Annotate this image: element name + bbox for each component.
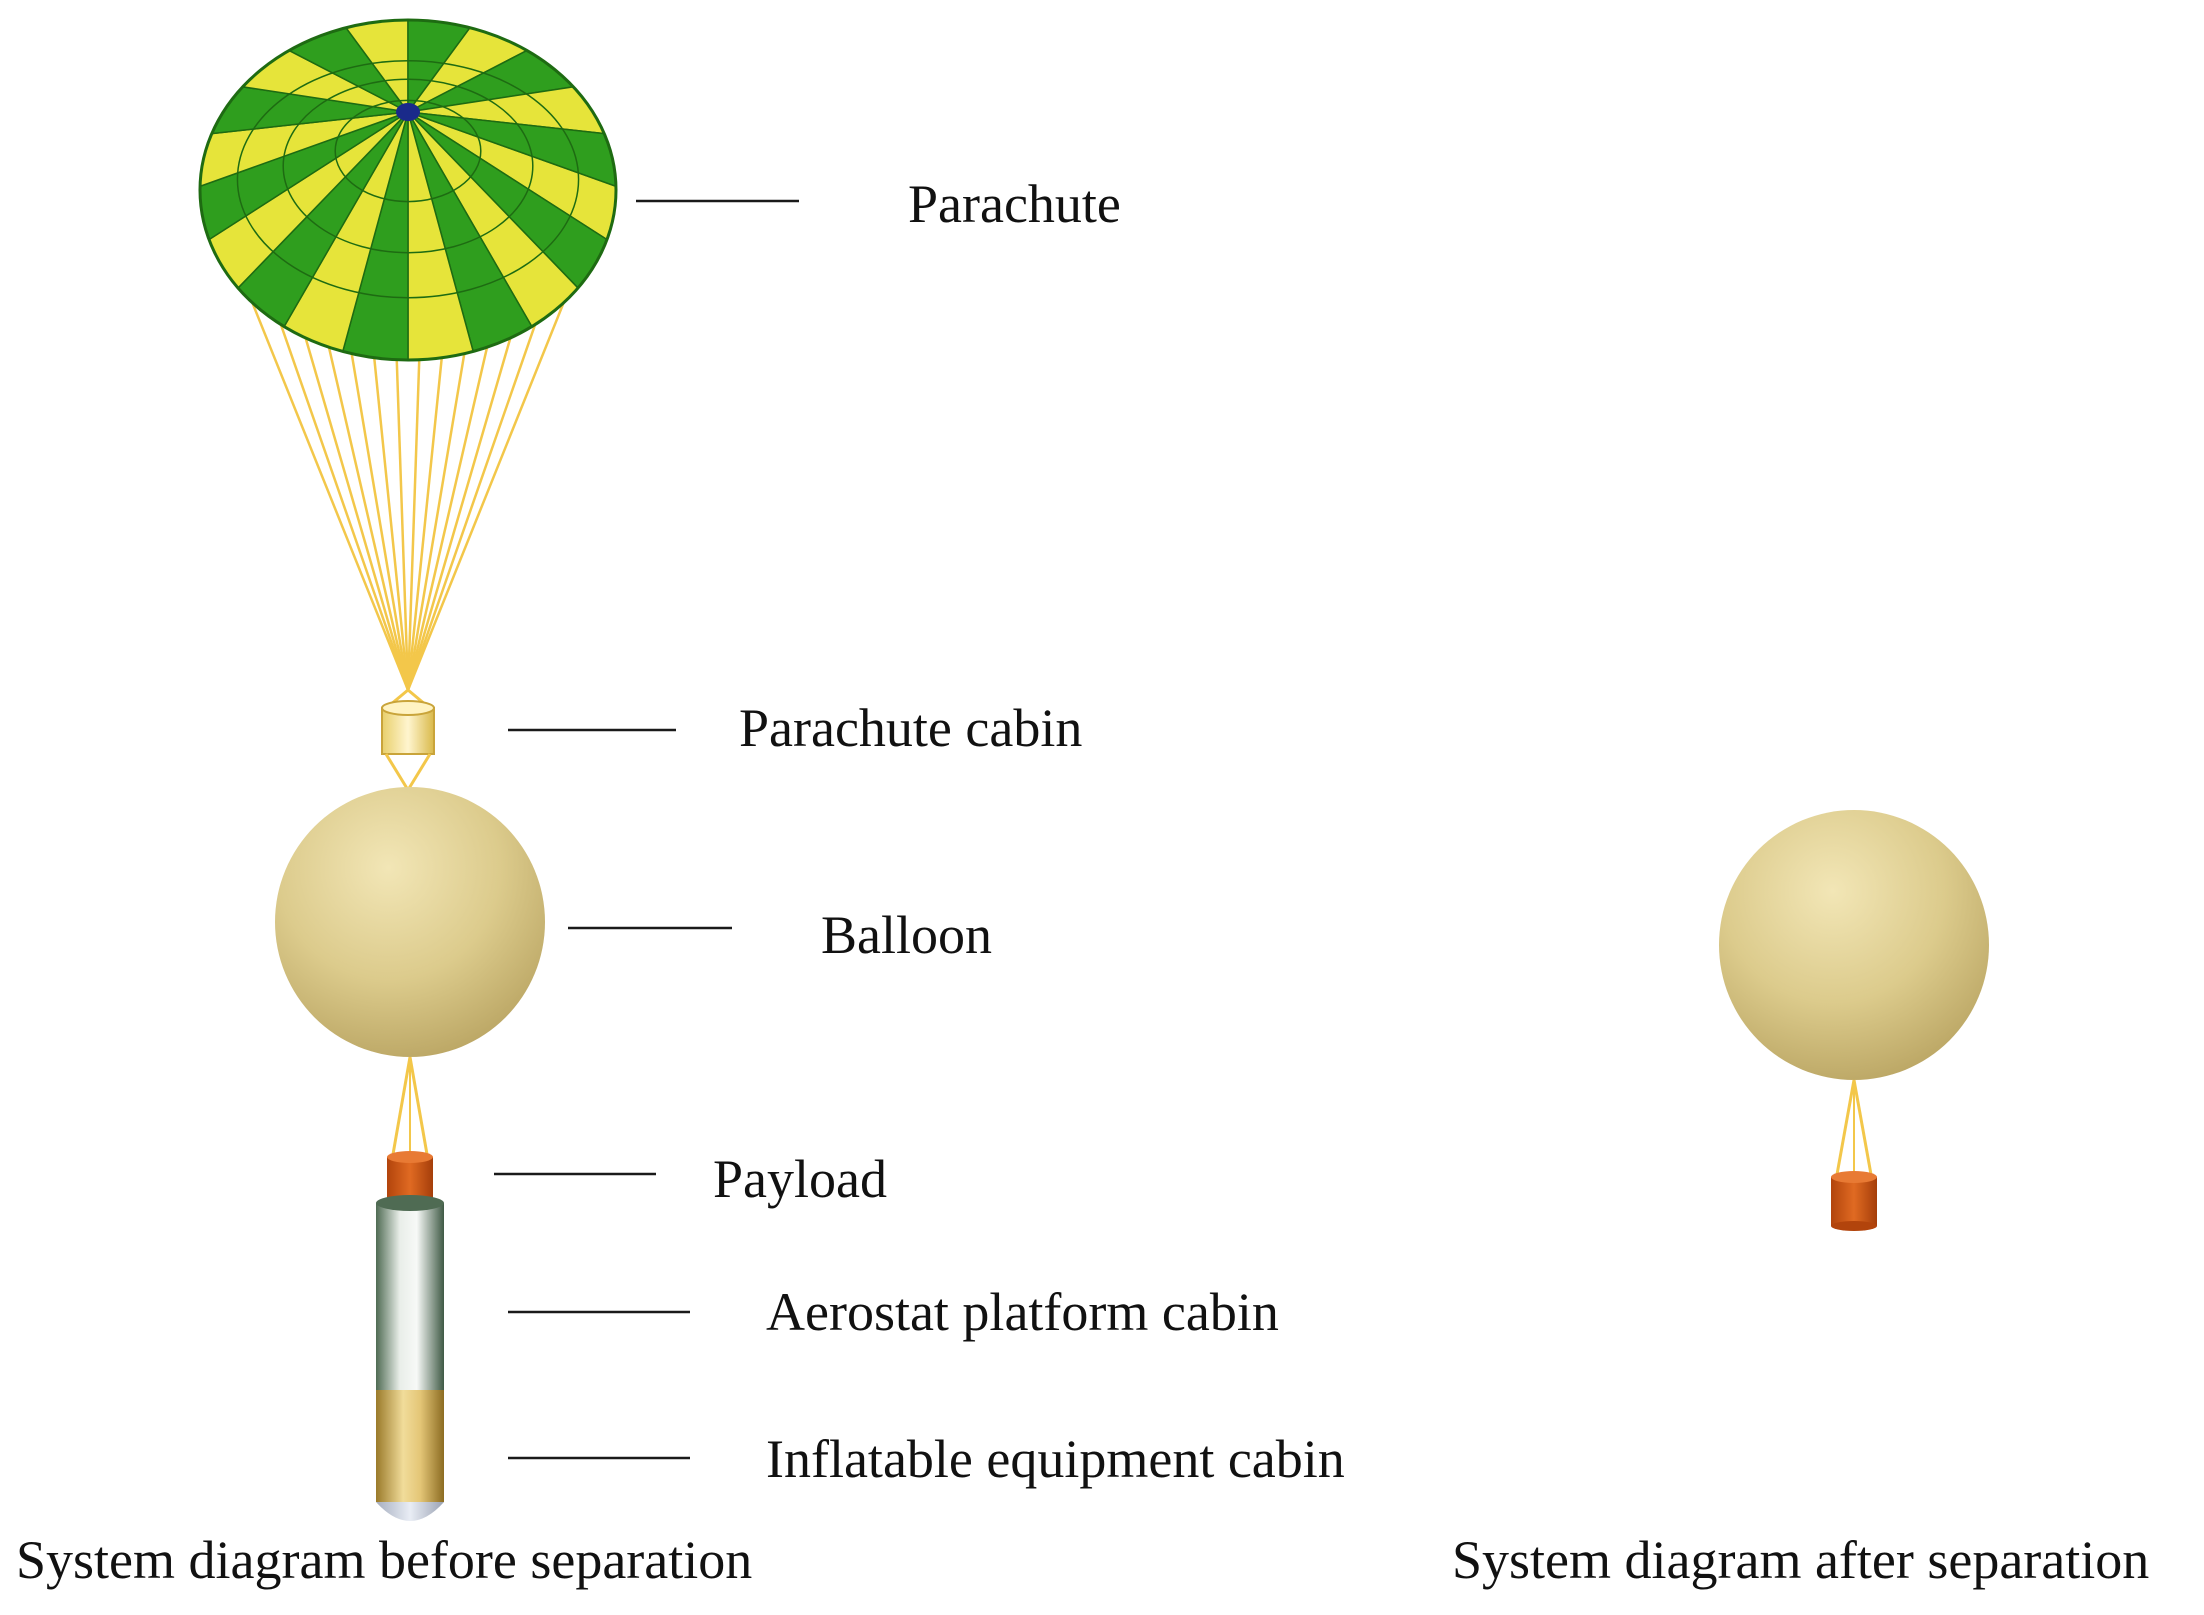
canopy-seam: [282, 78, 534, 254]
suspension-line: [340, 294, 410, 691]
caption-before-separation: System diagram before separation: [16, 1530, 752, 1590]
label-aerostat-platform-cabin: Aerostat platform cabin: [766, 1282, 1279, 1342]
suspension-line: [261, 271, 410, 691]
canopy-vent: [396, 103, 420, 121]
suspension-line: [406, 288, 502, 691]
label-parachute: Parachute: [908, 174, 1121, 234]
payload-after: [1831, 1171, 1877, 1231]
label-inflatable-equipment-cabin: Inflatable equipment cabin: [766, 1429, 1345, 1489]
suspension-line: [367, 299, 410, 691]
suspension-line: [406, 301, 423, 691]
parachute-cabin: [381, 688, 435, 791]
suspension-line: [406, 299, 449, 691]
payload-tethers-before: [390, 1056, 430, 1161]
inflatable-equipment-cabin: [376, 1390, 444, 1521]
canopy-gores: [200, 20, 616, 360]
aerostat-platform-cabin: [376, 1195, 444, 1390]
label-parachute-cabin: Parachute cabin: [739, 698, 1082, 758]
canopy-seam: [236, 59, 580, 299]
suspension-line: [234, 261, 410, 691]
label-payload: Payload: [713, 1149, 887, 1209]
parachute-canopy: [198, 18, 618, 362]
suspension-line: [406, 294, 476, 691]
balloon-before: [275, 787, 545, 1057]
suspension-line: [406, 280, 529, 691]
suspension-line: [287, 280, 410, 691]
suspension-lines: [234, 261, 582, 691]
canopy-seam: [334, 99, 482, 203]
suspension-line: [314, 288, 410, 691]
suspension-line: [406, 271, 555, 691]
balloon-after: [1719, 810, 1989, 1080]
suspension-line: [393, 301, 410, 691]
suspension-line: [406, 261, 582, 691]
payload-tethers-after: [1834, 1079, 1874, 1181]
canopy-gore: [407, 111, 616, 192]
caption-after-separation: System diagram after separation: [1452, 1530, 2149, 1590]
label-balloon: Balloon: [821, 905, 992, 965]
